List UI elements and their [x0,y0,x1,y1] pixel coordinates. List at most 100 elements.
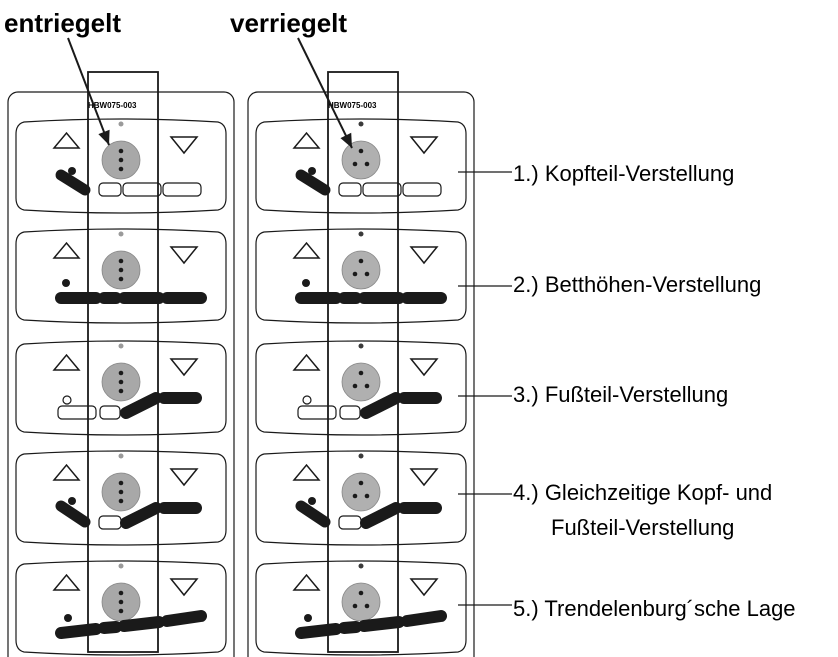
lock-pin [358,258,364,264]
caption-5-number: 5.) [513,596,539,621]
status-dot [118,343,124,349]
caption-1: 1.) Kopfteil-Verstellung [513,161,734,187]
button-row [15,560,227,656]
handset-body [7,91,235,657]
status-dot [118,231,124,237]
lock-pin [118,498,124,504]
up-arrow-icon [292,353,321,371]
up-arrow-icon [52,131,81,149]
bed-segment [161,610,207,627]
up-arrow-icon [52,241,81,259]
unlocked-pointer-arrow [67,37,110,146]
caption-1-label: Kopfteil-Verstellung [544,161,735,186]
status-dot [358,563,364,569]
lock-pin [118,480,124,486]
lock-pin [118,157,124,163]
head-dot [68,167,76,175]
bed-segment [358,616,405,632]
lock-button-icon [341,362,381,402]
bed-leg-segment [360,502,402,529]
caption-3-label: Fußteil-Verstellung [544,382,729,407]
function-row-1 [15,118,227,214]
lock-pin [118,489,124,495]
up-arrow-icon [52,353,81,371]
function-row-1 [255,118,467,214]
bed-segment [362,182,402,197]
lock-pin [118,258,124,264]
down-arrow-icon [409,246,439,265]
up-arrow-icon [292,463,321,481]
arrowhead [98,129,110,145]
bed-segment [338,182,362,197]
button-row [15,228,227,324]
handset-unlocked: HBW075-003 [7,71,235,657]
bed-segment [401,610,447,627]
head-dot [62,279,70,287]
down-arrow-icon [409,468,439,487]
caption-1-number: 1.) [513,161,539,186]
caption-3-number: 3.) [513,382,539,407]
lock-pin [364,161,370,167]
lock-pin [358,480,364,486]
bed-segment [98,182,122,197]
lock-pin [364,383,370,389]
up-arrow-icon [292,573,321,591]
down-arrow-icon [169,358,199,377]
bed-segment [122,182,162,197]
caption-4-line2: Fußteil-Verstellung [551,515,735,540]
status-dot [118,121,124,127]
lock-pin [364,271,370,277]
button-row [255,340,467,436]
key-frame [87,71,159,653]
function-row-4 [255,450,467,546]
lock-pin [118,379,124,385]
lock-pin [118,599,124,605]
up-arrow-icon [52,573,81,591]
down-arrow-icon [409,578,439,597]
button-row [255,450,467,546]
bed-segment [339,405,361,420]
lock-pin [118,388,124,394]
down-arrow-icon [169,468,199,487]
down-arrow-icon [409,136,439,155]
lock-pin [352,493,358,499]
lock-button-icon [341,250,381,290]
status-dot [358,343,364,349]
function-row-2 [15,228,227,324]
function-row-5 [255,560,467,656]
bed-head-segment [55,169,91,196]
lock-pin [118,276,124,282]
lock-button-icon [341,140,381,180]
locked-pointer-arrow [297,37,353,149]
lock-pin [118,166,124,172]
lock-button-icon [341,582,381,622]
bed-segment [297,405,337,420]
head-dot [62,395,72,405]
button-row [15,450,227,546]
model-label: HBW075-003 [328,101,377,110]
caption-5-label: Trendelenburg´sche Lage [544,596,796,621]
model-label: HBW075-003 [88,101,137,110]
bed-head-segment [295,500,331,528]
button-row [255,560,467,656]
down-arrow-icon [409,358,439,377]
status-dot [358,231,364,237]
bed-segment [98,515,122,530]
head-dot [308,497,316,505]
caption-2-label: Betthöhen-Verstellung [544,272,762,297]
function-row-5 [15,560,227,656]
bed-segment [98,621,122,634]
down-arrow-icon [169,136,199,155]
down-arrow-icon [169,578,199,597]
bed-leg-segment [120,502,162,529]
head-dot [64,614,72,622]
lock-pin [364,493,370,499]
caption-3: 3.) Fußteil-Verstellung [513,382,728,408]
head-dot [302,279,310,287]
bed-segment [55,623,102,639]
bed-segment [295,623,342,639]
up-arrow-icon [292,131,321,149]
caption-4: 4.) Gleichzeitige Kopf- und [513,480,772,506]
lock-pin [352,383,358,389]
